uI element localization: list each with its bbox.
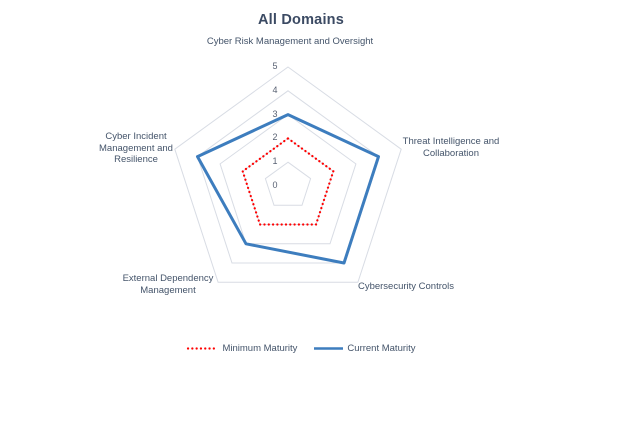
legend-item-minimum-maturity[interactable]: Minimum Maturity	[186, 343, 297, 354]
legend-item-current-maturity[interactable]: Current Maturity	[313, 342, 416, 354]
series-polygon	[241, 137, 335, 226]
legend-label: Minimum Maturity	[222, 342, 298, 354]
solid-line-swatch	[314, 346, 344, 350]
grid-ring-3	[219, 113, 357, 245]
category-label-threat-intelligence: Threat Intelligence and Collaboration	[402, 136, 500, 159]
category-label-cyber-incident: Cyber Incident Management and Resilience	[99, 131, 173, 165]
grid-ring-5	[174, 66, 402, 283]
category-label-cybersecurity-controls: Cybersecurity Controls	[357, 281, 455, 292]
axis-tick-label: 4	[272, 84, 278, 95]
category-label-external-dependency: External Dependency Management	[122, 273, 214, 296]
axis-tick-label: 1	[272, 156, 278, 167]
legend-label: Current Maturity	[347, 342, 416, 354]
axis-tick-label: 5	[272, 61, 278, 71]
category-label-cyber-risk-management: Cyber Risk Management and Oversight	[206, 36, 374, 47]
axis-tick-label: 2	[272, 132, 278, 143]
axis-tick-label: 0	[272, 180, 278, 190]
legend: Minimum Maturity Current Maturity	[0, 340, 602, 356]
series-polygon	[196, 113, 380, 265]
grid-ring-1	[264, 161, 312, 206]
series-minimum-maturity	[241, 137, 335, 226]
radar-grid	[174, 66, 402, 283]
series-current-maturity	[196, 113, 380, 265]
axis-tick-label: 3	[272, 108, 278, 119]
grid-ring-4	[196, 90, 380, 264]
dotted-line-swatch	[187, 346, 219, 350]
chart-title: All Domains	[258, 12, 344, 28]
